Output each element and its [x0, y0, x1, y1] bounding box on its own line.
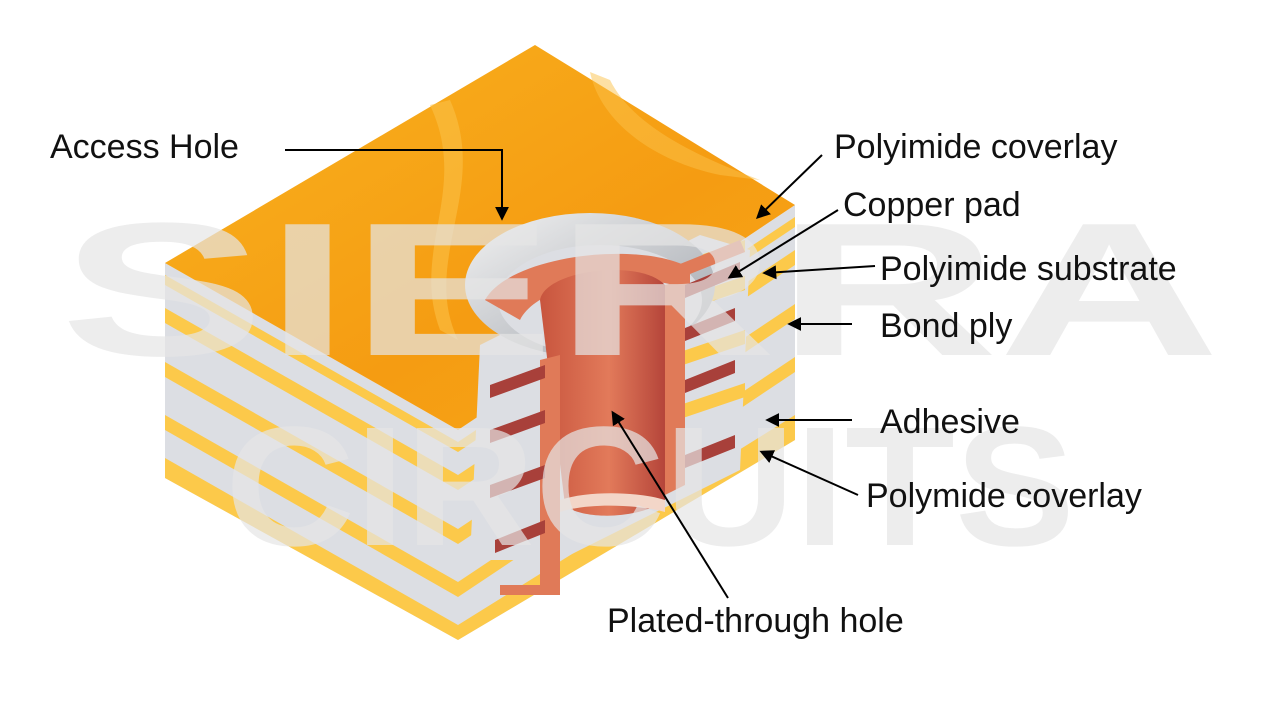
barrel-bottom-lip: [560, 493, 665, 512]
copper-pad-flange: [485, 253, 690, 320]
label-polyimide-coverlay: Polyimide coverlay: [834, 128, 1118, 166]
leader-access-hole: [285, 149, 509, 221]
label-access-hole: Access Hole: [50, 128, 239, 166]
watermark: SIERRA CIRCUITS: [60, 184, 1220, 582]
inner-copper-pads-left: [490, 365, 545, 553]
label-adhesive: Adhesive: [880, 403, 1020, 441]
label-plated-through-hole: Plated-through hole: [607, 602, 904, 640]
top-sheen: [590, 72, 760, 180]
label-bond-ply: Bond ply: [880, 307, 1013, 345]
label-copper-pad: Copper pad: [843, 186, 1021, 224]
label-polymide-coverlay: Polymide coverlay: [866, 477, 1142, 515]
leader-plated-through-hole: [611, 410, 729, 599]
top-face-polyimide-coverlay: [165, 45, 795, 430]
leader-polyimide-substrate: [762, 265, 876, 280]
label-polyimide-substrate: Polyimide substrate: [880, 250, 1177, 288]
leader-polymide-coverlay: [759, 450, 859, 496]
svg-text:CIRCUITS: CIRCUITS: [225, 392, 1075, 582]
leader-copper-pad: [727, 209, 839, 279]
leader-polyimide-coverlay: [755, 154, 823, 219]
inner-copper-pads-right: [685, 262, 740, 468]
top-sheen: [430, 100, 463, 340]
leader-lines: [285, 149, 876, 599]
svg-text:SIERRA: SIERRA: [60, 184, 1220, 396]
plated-barrel: [540, 269, 665, 516]
pcb-block: [165, 45, 795, 640]
copper-pad-top: [670, 240, 745, 280]
left-face-layers: [165, 275, 458, 640]
copper-wall-right: [665, 280, 685, 495]
